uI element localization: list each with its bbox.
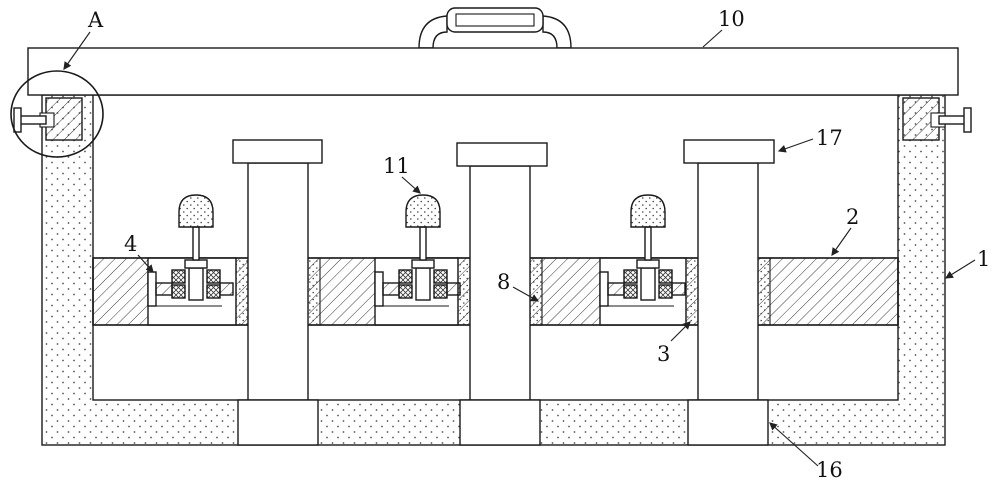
ref-label-A: A	[87, 8, 104, 32]
column-shaft	[469, 165, 531, 401]
ref-label-4: 4	[124, 232, 137, 256]
leader-16	[769, 422, 819, 467]
latch-pin	[938, 115, 966, 125]
pad-strip	[685, 257, 699, 326]
leader-1	[944, 259, 976, 279]
leader-4	[137, 254, 154, 273]
pad-strip	[529, 257, 543, 326]
handle-left-arm	[418, 15, 448, 49]
reference-labels: A 10 17 11 2 1 4 8 3 16	[63, 7, 990, 482]
ref-label-1: 1	[977, 247, 990, 271]
column-base	[459, 399, 541, 446]
detail-circle-A	[10, 70, 104, 158]
ref-label-10: 10	[718, 7, 745, 31]
column-base	[237, 399, 319, 446]
lid-assembly	[27, 7, 959, 96]
handle-right-arm	[542, 15, 572, 49]
latch-right	[902, 97, 972, 141]
pad-strip	[307, 257, 321, 326]
column-2	[456, 142, 548, 446]
leader-17	[777, 138, 814, 153]
lid	[27, 47, 959, 96]
handle-grip-inner	[455, 13, 535, 27]
column-cap	[683, 139, 775, 164]
pad-strips	[235, 257, 771, 326]
leader-3	[670, 321, 691, 342]
leader-2	[831, 227, 852, 256]
ref-label-8: 8	[497, 270, 510, 294]
column-cap	[232, 139, 323, 164]
leader-11	[401, 176, 421, 194]
pad-strip	[235, 257, 249, 326]
ref-label-17: 17	[816, 126, 843, 150]
column-3	[683, 139, 775, 446]
handle-grip	[446, 7, 544, 33]
latch-pin-head	[13, 107, 22, 133]
column-shaft	[697, 162, 759, 401]
column-shaft	[247, 162, 309, 401]
ref-label-2: 2	[846, 205, 859, 229]
latch-pin	[19, 115, 47, 125]
leader-8	[512, 286, 540, 302]
leader-10	[702, 29, 723, 48]
ref-label-11: 11	[383, 154, 410, 178]
ref-label-16: 16	[816, 458, 843, 482]
ref-label-3: 3	[657, 342, 670, 366]
column-1	[232, 139, 323, 446]
latch-pin-head	[963, 107, 972, 133]
leader-A	[63, 31, 91, 70]
pad-strip	[757, 257, 771, 326]
latch-left	[13, 97, 83, 141]
column-cap	[456, 142, 548, 167]
column-base	[687, 399, 769, 446]
